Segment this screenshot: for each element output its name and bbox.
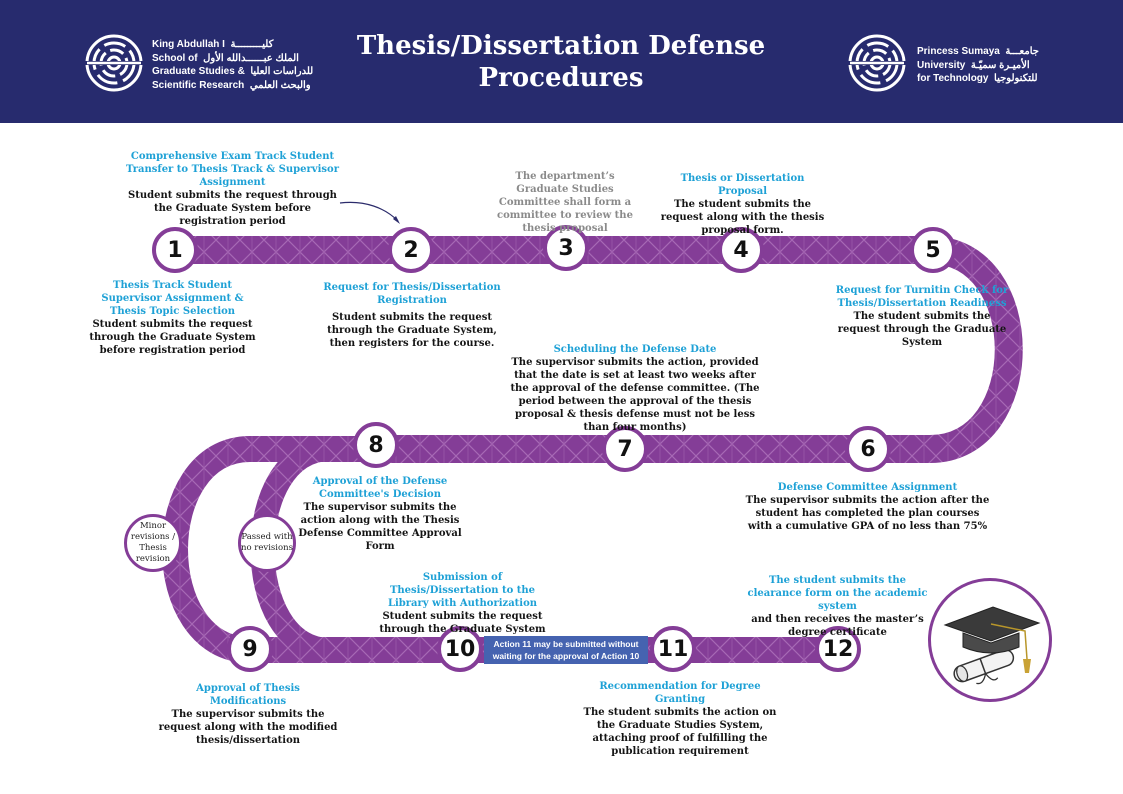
- step-node-1: 1: [152, 227, 198, 273]
- step-2-heading: Request for Thesis/Dissertation Registra…: [323, 282, 501, 306]
- step-6-text: Defense Committee Assignment The supervi…: [745, 481, 990, 533]
- step-9-text: Approval of Thesis Modifications The sup…: [158, 682, 338, 747]
- step-node-11: 11: [650, 626, 696, 672]
- step-node-8: 8: [353, 422, 399, 468]
- curved-arrow: [339, 201, 399, 222]
- step-9-description: The supervisor submits the request along…: [158, 709, 338, 746]
- step-node-4: 4: [718, 227, 764, 273]
- step-1a-heading: Comprehensive Exam Track Student Transfe…: [126, 151, 339, 188]
- step-11-heading: Recommendation for Degree Granting: [599, 681, 761, 705]
- step-node-5: 5: [910, 227, 956, 273]
- step-12-description: and then receives the master’s degree ce…: [751, 614, 924, 638]
- kasgsr-maze-logo-icon: [84, 34, 144, 92]
- page-title-line2: Procedures: [478, 63, 644, 93]
- step-3-description: The department’s Graduate Studies Commit…: [497, 171, 633, 234]
- step-11-description: The student submits the action on the Gr…: [583, 707, 777, 757]
- step-7-description: The supervisor submits the action, provi…: [510, 357, 760, 433]
- step-10-text: Submission of Thesis/Dissertation to the…: [370, 571, 555, 636]
- step-10-description: Student submits the request through the …: [379, 611, 546, 635]
- step-1a-description: Student submits the request through the …: [128, 190, 337, 227]
- step-12-text: The student submits the clearance form o…: [745, 574, 930, 639]
- step-9-heading: Approval of Thesis Modifications: [196, 683, 300, 707]
- step-6-description: The supervisor submits the action after …: [745, 495, 990, 532]
- psut-logo-text: Princess Sumaya جامعـــة University الأم…: [917, 46, 1039, 84]
- page-title-line1: Thesis/Dissertation Defense: [356, 31, 766, 61]
- step-6-heading: Defense Committee Assignment: [777, 482, 958, 493]
- step-12-heading: The student submits the clearance form o…: [747, 575, 928, 612]
- step-8-heading: Approval of the Defense Committee's Deci…: [312, 476, 448, 500]
- step-node-10: 10: [437, 626, 483, 672]
- step-1b-text: Thesis Track Student Supervisor Assignme…: [85, 279, 260, 357]
- graduation-badge: [928, 578, 1052, 702]
- curved-arrow-head: [393, 216, 400, 224]
- step-11-text: Recommendation for Degree Granting The s…: [575, 680, 785, 758]
- step-3-text: The department’s Graduate Studies Commit…: [490, 170, 640, 235]
- step-4-text: Thesis or Dissertation Proposal The stud…: [655, 172, 830, 237]
- step-10-heading: Submission of Thesis/Dissertation to the…: [387, 572, 538, 609]
- step-node-2: 2: [388, 227, 434, 273]
- step-node-7: 7: [602, 426, 648, 472]
- action-11-note: Action 11 may be submitted without waiti…: [484, 636, 648, 664]
- step-8-description: The supervisor submits the action along …: [298, 502, 462, 552]
- page-title: Thesis/Dissertation Defense Procedures: [330, 30, 792, 94]
- decision-minor-revisions: Minor revisions / Thesis revision: [124, 514, 182, 572]
- step-7-text: Scheduling the Defense Date The supervis…: [505, 343, 765, 434]
- page-header: King Abdullah I كليـــــــــة School of …: [0, 0, 1123, 123]
- step-8-text: Approval of the Defense Committee's Deci…: [290, 475, 470, 553]
- step-2-description: Student submits the request through the …: [327, 312, 497, 349]
- step-4-description: The student submits the request along wi…: [660, 199, 825, 236]
- psut-maze-logo-icon: [847, 34, 907, 92]
- kasgsr-logo-text: King Abdullah I كليـــــــــة School of …: [152, 39, 314, 91]
- step-2-text: Request for Thesis/Dissertation Registra…: [322, 281, 502, 350]
- path-upper-row: [175, 236, 1023, 463]
- step-4-heading: Thesis or Dissertation Proposal: [680, 173, 805, 197]
- step-5-text: Request for Turnitin Check for Thesis/Di…: [832, 284, 1012, 349]
- step-node-9: 9: [227, 626, 273, 672]
- step-node-3: 3: [543, 225, 589, 271]
- step-1a-text: Comprehensive Exam Track Student Transfe…: [125, 150, 340, 228]
- step-node-6: 6: [845, 426, 891, 472]
- step-7-heading: Scheduling the Defense Date: [553, 344, 717, 355]
- step-1b-description: Student submits the request through the …: [89, 319, 256, 356]
- step-5-description: The student submits the request through …: [837, 311, 1007, 348]
- step-1b-heading: Thesis Track Student Supervisor Assignme…: [101, 280, 244, 317]
- step-node-12: 12: [815, 626, 861, 672]
- step-5-heading: Request for Turnitin Check for Thesis/Di…: [835, 285, 1009, 309]
- graduation-cap-diploma-icon: [943, 606, 1041, 685]
- decision-passed-no-revisions: Passed with no revisions: [238, 514, 296, 572]
